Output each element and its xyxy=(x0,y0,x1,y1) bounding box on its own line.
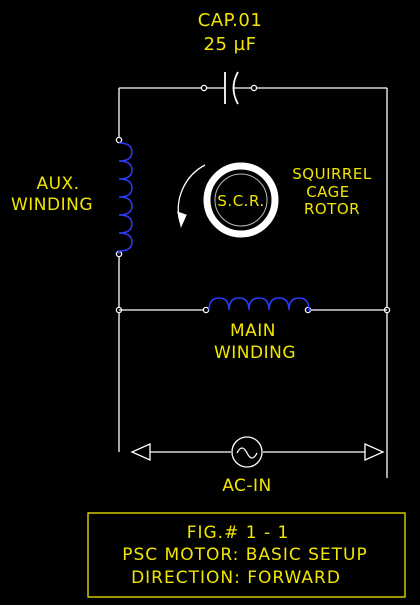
main-winding-label-line1: MAIN xyxy=(230,321,276,341)
aux-terminal-top xyxy=(115,136,123,144)
rotor-label-line3: ROTOR xyxy=(304,200,360,218)
rotor-outer-ring xyxy=(203,162,279,238)
ac-arrowhead-right xyxy=(364,442,385,462)
aux-winding-label-line2: WINDING xyxy=(11,195,93,215)
capacitor-branch xyxy=(119,71,387,105)
caption-line2: PSC MOTOR: BASIC SETUP xyxy=(122,545,368,565)
aux-winding-label-line1: AUX. xyxy=(36,174,79,194)
ac-arrowhead-left xyxy=(130,442,151,462)
capacitor-terminal-left xyxy=(200,84,208,92)
rotor-center-label: S.C.R. xyxy=(217,192,264,210)
main-terminal-left xyxy=(202,306,210,314)
aux-winding-coil xyxy=(118,142,133,254)
rotor xyxy=(177,162,279,238)
capacitor-terminal-right xyxy=(250,84,258,92)
main-winding-coil xyxy=(208,297,311,311)
capacitor-label-line2: 25 µF xyxy=(204,34,257,55)
caption-box xyxy=(87,512,406,598)
rotation-arrowhead xyxy=(177,211,187,229)
caption-line1: FIG.# 1 - 1 xyxy=(187,523,290,543)
caption-line3: DIRECTION: FORWARD xyxy=(131,568,341,588)
rotor-inner-ring xyxy=(214,173,268,227)
main-winding-label-line2: WINDING xyxy=(214,343,296,363)
rotor-label-line2: CAGE xyxy=(306,183,350,201)
ac-input xyxy=(130,436,385,468)
capacitor-label-line1: CAP.01 xyxy=(198,10,263,31)
capacitor-plate-right xyxy=(232,71,239,105)
ac-input-label: AC-IN xyxy=(222,476,272,496)
rotor-label-line1: SQUIRREL xyxy=(292,165,372,183)
sine-wave-icon xyxy=(236,447,258,459)
